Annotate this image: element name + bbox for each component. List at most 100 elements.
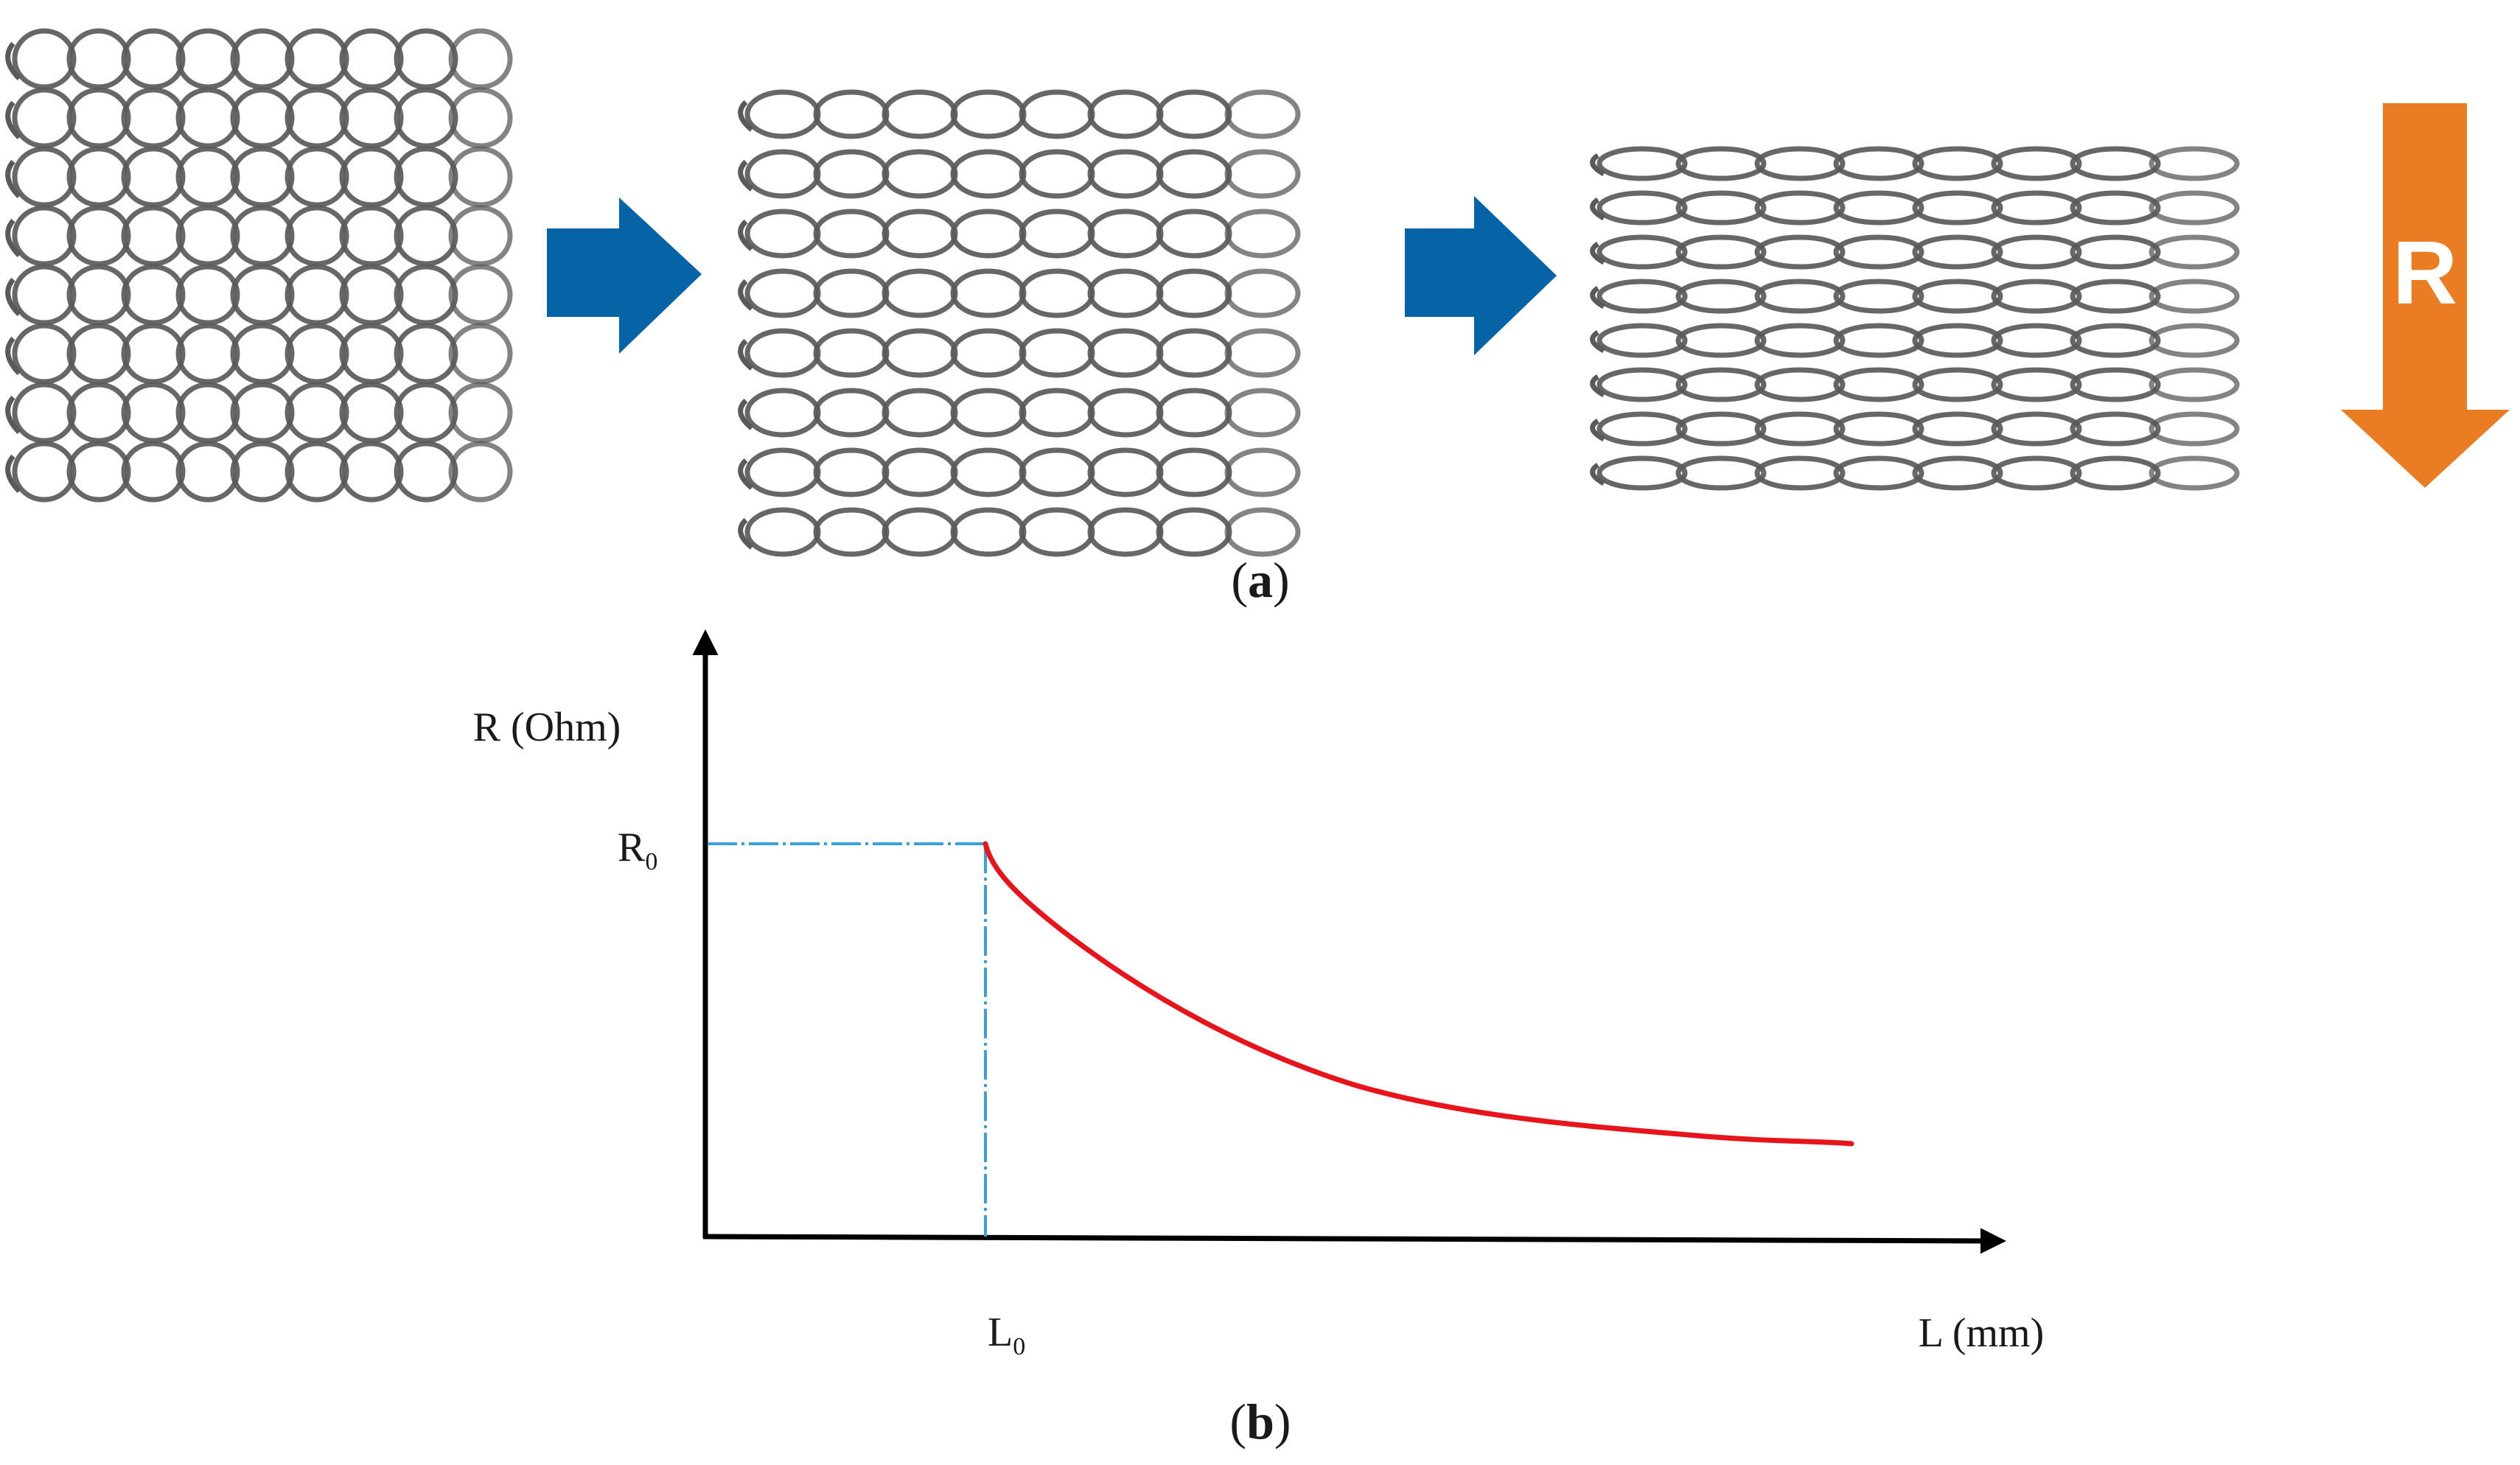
knit-loop	[448, 28, 513, 90]
knit-loop	[1754, 234, 1846, 270]
knit-loop	[1596, 146, 1688, 181]
knit-loop	[1019, 447, 1095, 497]
knit-loop	[1675, 190, 1767, 225]
knit-loop	[66, 87, 131, 149]
knit-loop	[121, 264, 186, 326]
knit-loop	[1912, 146, 2003, 181]
knit-loop	[882, 328, 958, 378]
knit-loop	[448, 87, 513, 149]
knit-loop	[950, 209, 1027, 259]
knit-fabric-stretched	[738, 89, 1301, 557]
resistance-arrow-label: R	[2392, 223, 2457, 323]
knit-loop	[66, 28, 131, 90]
knit-loop	[1912, 234, 2003, 270]
knit-loop	[339, 205, 404, 267]
knit-loop	[2070, 367, 2161, 402]
knit-loop	[448, 205, 513, 267]
knit-loop	[1912, 323, 2003, 358]
knit-loop	[285, 87, 349, 149]
blue-arrow-icon	[547, 197, 702, 354]
resistance-curve	[982, 841, 1854, 1147]
knit-loop	[1087, 268, 1164, 318]
knit-loop	[175, 382, 240, 444]
knit-loop	[1224, 89, 1301, 139]
knit-loop	[1019, 268, 1095, 318]
knit-loop	[1675, 455, 1767, 491]
knit-loop	[12, 87, 77, 149]
knit-loop	[448, 323, 513, 385]
knit-edge-loop	[1590, 153, 1605, 177]
knit-loop	[813, 447, 890, 497]
knit-edge-loop	[1590, 374, 1605, 398]
knit-loop	[121, 87, 186, 149]
knit-loop	[339, 382, 404, 444]
knit-loop	[66, 382, 131, 444]
knit-loop	[1912, 455, 2003, 491]
r0-label: R0	[618, 825, 657, 875]
knit-loop	[394, 146, 458, 208]
knit-loop	[339, 441, 404, 503]
knit-loop	[813, 268, 890, 318]
knit-edge-loop	[738, 398, 754, 430]
knit-loop	[339, 28, 404, 90]
panel-a-caption: (a)	[1231, 552, 1289, 608]
knit-loop	[1087, 507, 1164, 557]
knit-edge-loop	[1590, 197, 1605, 221]
knit-loop	[394, 205, 458, 267]
knit-loop	[66, 264, 131, 326]
knit-loop	[1224, 209, 1301, 259]
knit-loop	[121, 323, 186, 385]
knit-loop	[285, 382, 349, 444]
knit-loop	[2070, 455, 2161, 491]
knit-edge-loop	[5, 218, 21, 258]
knit-loop	[1596, 190, 1688, 225]
knit-loop	[1754, 279, 1846, 314]
knit-loop	[2149, 190, 2240, 225]
knit-edge-loop	[5, 336, 21, 376]
knit-loop	[394, 441, 458, 503]
knit-loop	[230, 28, 295, 90]
knit-loop	[1833, 411, 1924, 447]
knit-loop	[882, 388, 958, 438]
knit-loop	[744, 209, 821, 259]
knit-loop	[2149, 411, 2240, 447]
knit-loop	[1156, 268, 1232, 318]
knit-loop	[744, 388, 821, 438]
knit-loop	[285, 146, 349, 208]
knit-loop	[1087, 89, 1164, 139]
knit-fabric-highly-stretched	[1590, 146, 2240, 491]
knit-loop	[813, 388, 890, 438]
knit-loop	[744, 268, 821, 318]
knit-loop	[1833, 279, 1924, 314]
knit-loop	[12, 146, 77, 208]
knit-loop	[1019, 507, 1095, 557]
knit-loop	[882, 149, 958, 199]
knit-loop	[12, 264, 77, 326]
knit-loop	[1156, 149, 1232, 199]
knit-loop	[1991, 234, 2082, 270]
knit-loop	[1224, 149, 1301, 199]
knit-loop	[230, 264, 295, 326]
knit-loop	[66, 441, 131, 503]
knit-edge-loop	[1590, 419, 1605, 442]
knit-edge-loop	[738, 338, 754, 371]
knit-loop	[882, 209, 958, 259]
knit-loop	[1991, 279, 2082, 314]
knit-loop	[1224, 388, 1301, 438]
knit-loop	[1156, 209, 1232, 259]
knit-loop	[744, 89, 821, 139]
knit-loop	[950, 89, 1027, 139]
knit-loop	[121, 28, 186, 90]
knit-loop	[744, 507, 821, 557]
knit-loop	[1991, 455, 2082, 491]
knit-loop	[1991, 146, 2082, 181]
knit-edge-loop	[5, 100, 21, 140]
knit-edge-loop	[1590, 286, 1605, 310]
knit-edge-loop	[1590, 330, 1605, 354]
knit-loop	[175, 146, 240, 208]
knit-loop	[1156, 328, 1232, 378]
knit-loop	[1596, 455, 1688, 491]
knit-loop	[813, 149, 890, 199]
knit-loop	[12, 441, 77, 503]
knit-loop	[1833, 190, 1924, 225]
